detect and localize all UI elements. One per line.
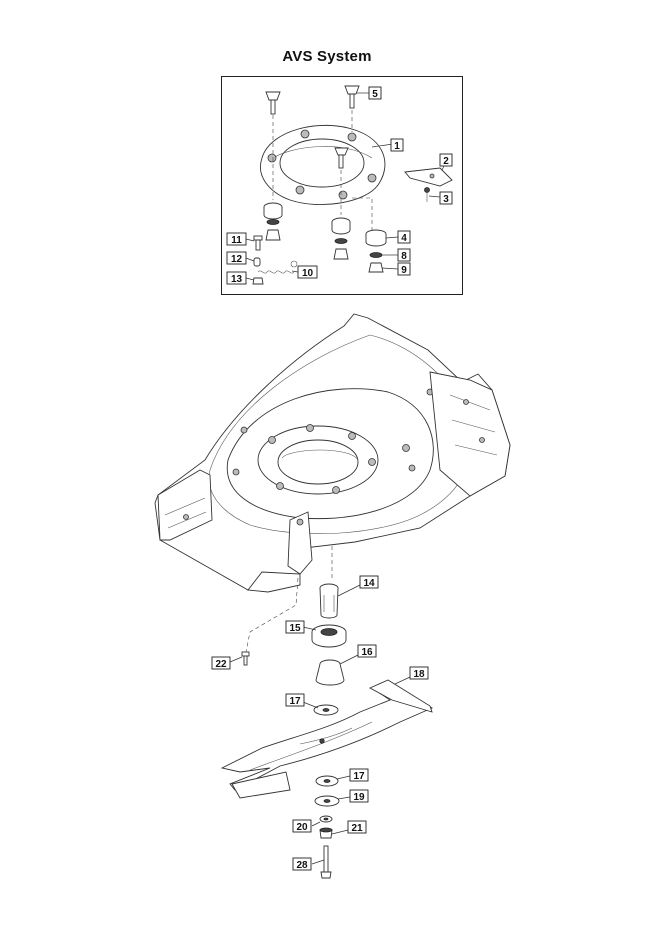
avs-bolt-center	[334, 147, 349, 169]
avs-tension-spring	[257, 260, 298, 274]
svg-text:19: 19	[353, 792, 365, 803]
svg-text:10: 10	[302, 268, 314, 279]
callout-21: 21	[347, 820, 367, 834]
callout-9: 9	[397, 262, 411, 276]
washer-lower	[315, 775, 339, 787]
blade-assembly	[220, 583, 434, 879]
svg-text:2: 2	[443, 156, 449, 167]
blade-hub	[311, 624, 347, 648]
svg-text:22: 22	[215, 659, 227, 670]
avs-damper-center	[331, 217, 351, 235]
svg-text:9: 9	[401, 265, 407, 276]
callout-19: 19	[349, 789, 369, 803]
svg-text:28: 28	[296, 860, 308, 871]
svg-text:11: 11	[231, 235, 242, 246]
svg-text:14: 14	[363, 578, 375, 589]
motor-adapter	[319, 583, 339, 619]
svg-text:5: 5	[372, 89, 378, 100]
svg-text:16: 16	[361, 647, 373, 658]
callout-2: 2	[439, 153, 453, 167]
svg-text:8: 8	[401, 251, 407, 262]
avs-pin	[253, 257, 261, 267]
callout-16: 16	[357, 644, 377, 658]
diagram-title: AVS System	[282, 48, 372, 65]
callout-4: 4	[397, 230, 411, 244]
svg-text:4: 4	[401, 233, 407, 244]
inset-leaders	[245, 92, 445, 281]
avs-caps	[265, 229, 384, 273]
blade-carrier	[315, 659, 345, 686]
avs-system-inset-frame	[221, 76, 463, 295]
callout-labels: 5 1 2 3 4 8 9 11 12 13 10 14 15 16 17 18…	[211, 86, 453, 871]
blade-bolt	[320, 845, 332, 879]
callout-18: 18	[409, 666, 429, 680]
svg-text:13: 13	[231, 274, 243, 285]
avs-damper-right	[365, 229, 387, 247]
washer-upper	[313, 704, 339, 716]
avs-bracket-screw	[424, 187, 430, 202]
callout-14: 14	[359, 575, 379, 589]
callout-11: 11	[226, 232, 247, 246]
svg-text:20: 20	[296, 822, 308, 833]
svg-text:17: 17	[353, 771, 365, 782]
avs-ring-plate	[260, 124, 386, 206]
callout-22: 22	[211, 656, 231, 670]
callout-3: 3	[439, 191, 453, 205]
callout-1: 1	[390, 138, 404, 152]
svg-text:12: 12	[231, 254, 243, 265]
callout-20: 20	[292, 819, 312, 833]
avs-bolt-left	[265, 91, 281, 115]
avs-damper-left	[263, 202, 283, 220]
deck-screw	[241, 651, 250, 666]
avs-small-bolt	[253, 235, 263, 251]
avs-bracket	[404, 167, 453, 187]
svg-text:3: 3	[443, 194, 449, 205]
svg-text:1: 1	[394, 141, 400, 152]
avs-bolt-right	[344, 85, 360, 109]
callout-13: 13	[226, 271, 247, 285]
callout-28: 28	[292, 857, 312, 871]
avs-nut	[252, 277, 264, 285]
mower-deck	[154, 313, 511, 593]
callout-17-upper: 17	[285, 693, 305, 707]
avs-spring-washers	[266, 219, 383, 258]
lower-leaders	[229, 584, 411, 865]
callout-17-lower: 17	[349, 768, 369, 782]
callout-10: 10	[297, 265, 318, 279]
callout-5: 5	[368, 86, 382, 100]
svg-text:18: 18	[413, 669, 425, 680]
svg-text:15: 15	[289, 623, 301, 634]
svg-text:21: 21	[351, 823, 363, 834]
callout-8: 8	[397, 248, 411, 262]
callout-15: 15	[285, 620, 305, 634]
callout-12: 12	[226, 251, 247, 265]
spring-washer	[314, 795, 340, 807]
svg-text:17: 17	[289, 696, 301, 707]
bushing	[319, 827, 333, 839]
inset-parts	[252, 85, 453, 285]
mower-blade	[220, 679, 434, 799]
washer-small	[319, 815, 333, 823]
